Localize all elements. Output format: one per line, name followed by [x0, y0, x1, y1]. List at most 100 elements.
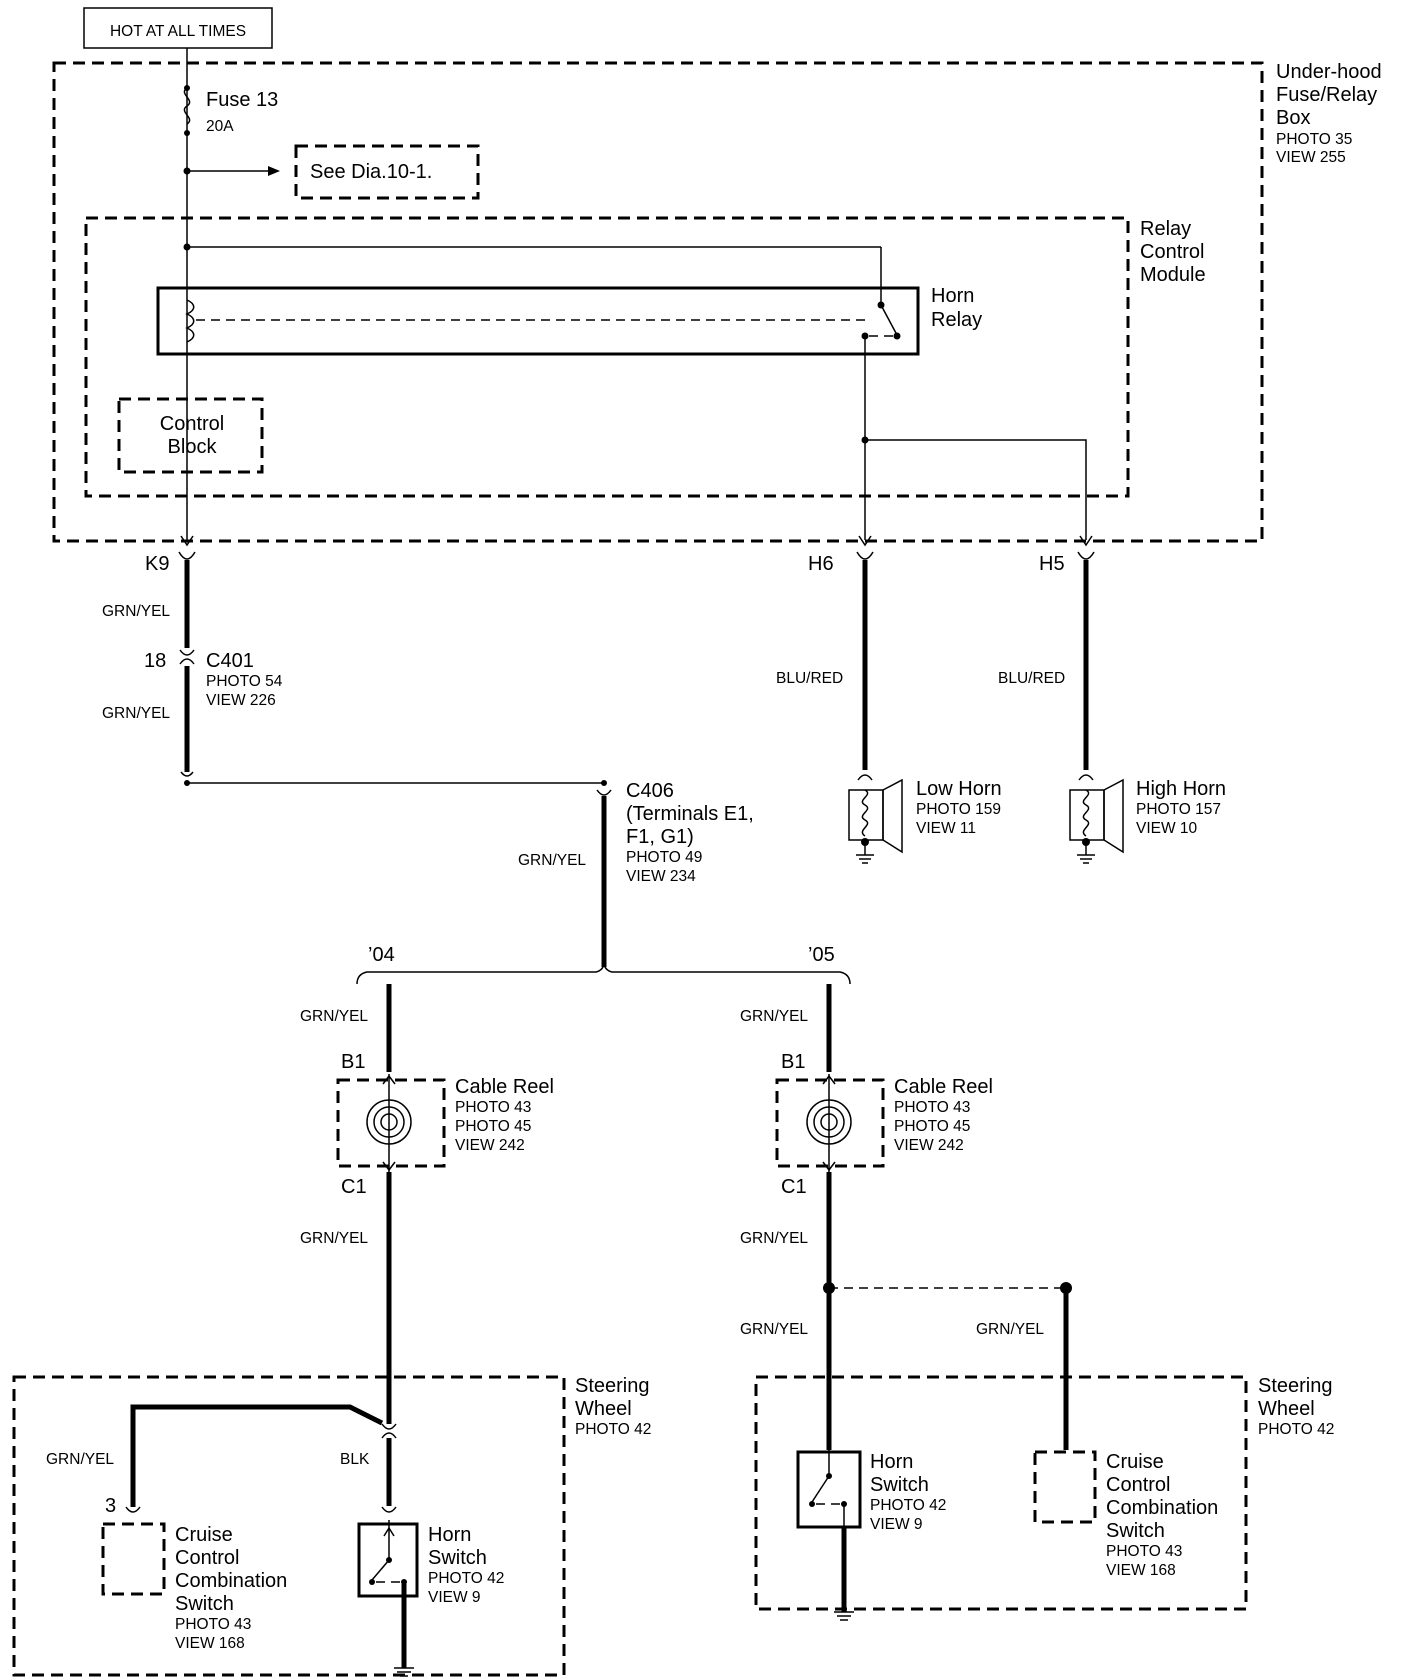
left-steering-wheel-box [12, 1375, 566, 1677]
control-block-box [117, 397, 264, 474]
left-upper-wire-color: GRN/YEL [300, 1008, 368, 1025]
right-cable-reel-view: VIEW 242 [894, 1137, 964, 1154]
svg-text:Fuse/Relay: Fuse/Relay [1276, 84, 1377, 106]
k9-wire-color-lower: GRN/YEL [102, 705, 170, 722]
right-horn-switch-label-1: Horn [870, 1451, 913, 1473]
h6-connector-icon [856, 551, 874, 560]
control-block-label-1: Control [160, 413, 224, 435]
right-horn-switch-label-2: Switch [870, 1474, 929, 1496]
left-cable-reel-icon [366, 1074, 412, 1172]
right-cruise-wire-color: GRN/YEL [976, 1321, 1044, 1338]
fuse-name: Fuse 13 [206, 89, 278, 111]
right-cable-reel-box [775, 1078, 885, 1168]
c401-view: VIEW 226 [206, 692, 276, 709]
right-cruise-label-4: Switch [1106, 1520, 1165, 1542]
right-cruise-view: VIEW 168 [1106, 1562, 1176, 1579]
left-cruise-label-2: Control [175, 1547, 239, 1569]
left-ground-icon [394, 1667, 414, 1677]
left-steering-wheel-label: Steering Wheel PHOTO 42 [575, 1375, 651, 1438]
left-horn-switch-label-2: Switch [428, 1547, 487, 1569]
underhood-box-label: Under-hood Fuse/Relay Box PHOTO 35 VIEW … [1276, 61, 1382, 166]
right-ground-icon [834, 1611, 854, 1621]
right-terminal-b1: B1 [781, 1051, 805, 1073]
right-cruise-photo: PHOTO 43 [1106, 1543, 1182, 1560]
right-horn-wire-color: GRN/YEL [740, 1321, 808, 1338]
k9-wire-end-icon [180, 771, 194, 777]
svg-text:Module: Module [1140, 264, 1206, 286]
right-cable-reel-photo2: PHOTO 45 [894, 1118, 970, 1135]
c406-wire-color: GRN/YEL [518, 852, 586, 869]
c406-terminal [601, 780, 607, 786]
c401-name: C401 [206, 650, 254, 672]
high-horn-icon [1069, 774, 1124, 864]
left-cruise-connector [125, 1506, 141, 1513]
svg-text:Relay: Relay [1140, 218, 1191, 240]
c406-terminals-1: (Terminals E1, [626, 803, 754, 825]
horn-relay-label-1: Horn [931, 285, 974, 307]
right-cruise-label-3: Combination [1106, 1497, 1218, 1519]
svg-text:Wheel: Wheel [575, 1398, 632, 1420]
horn-relay-coil-icon [185, 299, 195, 343]
year-label-05: ’05 [808, 944, 835, 966]
right-upper-wire-color: GRN/YEL [740, 1008, 808, 1025]
left-cruise-label-3: Combination [175, 1570, 287, 1592]
hot-at-all-times-box [83, 7, 273, 49]
right-steering-wheel-label: Steering Wheel PHOTO 42 [1258, 1375, 1334, 1438]
c406-name: C406 [626, 780, 674, 802]
terminal-k9: K9 [145, 553, 169, 575]
high-horn-name: High Horn [1136, 778, 1226, 800]
left-cruise-label-4: Switch [175, 1593, 234, 1615]
svg-text:Steering: Steering [575, 1375, 650, 1397]
high-horn-view: VIEW 10 [1136, 820, 1198, 837]
h5-arrow [1079, 535, 1093, 547]
left-cable-reel-photo2: PHOTO 45 [455, 1118, 531, 1135]
right-cruise-label-1: Cruise [1106, 1451, 1164, 1473]
left-cable-reel-name: Cable Reel [455, 1076, 554, 1098]
hot-at-all-times-label: HOT AT ALL TIMES [110, 23, 246, 40]
high-horn-wire-color: BLU/RED [998, 670, 1065, 687]
c406-connector-icon [596, 789, 612, 796]
right-horn-switch-photo: PHOTO 42 [870, 1497, 946, 1514]
left-cruise-pin-3: 3 [105, 1495, 116, 1517]
see-dia-ref-box [294, 144, 480, 200]
right-horn-switch-view: VIEW 9 [870, 1516, 923, 1533]
left-horn-switch-view: VIEW 9 [428, 1589, 481, 1606]
left-cable-reel-box [336, 1078, 446, 1168]
right-horn-switch-icon [809, 1450, 847, 1527]
left-cable-reel-photo1: PHOTO 43 [455, 1099, 531, 1116]
c401-pin-18: 18 [144, 650, 166, 672]
relay-control-module-box [84, 216, 1130, 498]
k9-wire-color-upper: GRN/YEL [102, 603, 170, 620]
right-cruise-label-2: Control [1106, 1474, 1170, 1496]
relay-contact-blade [880, 304, 898, 336]
svg-text:PHOTO 35: PHOTO 35 [1276, 131, 1352, 148]
left-cruise-wire [130, 1404, 384, 1507]
left-horn-switch-photo: PHOTO 42 [428, 1570, 504, 1587]
left-cable-reel-view: VIEW 242 [455, 1137, 525, 1154]
underhood-fuse-relay-box [52, 61, 1264, 543]
left-horn-switch-connector [381, 1506, 397, 1513]
left-cruise-photo: PHOTO 43 [175, 1616, 251, 1633]
right-cable-reel-photo1: PHOTO 43 [894, 1099, 970, 1116]
low-horn-wire-color: BLU/RED [776, 670, 843, 687]
svg-text:Under-hood: Under-hood [1276, 61, 1382, 83]
low-horn-photo: PHOTO 159 [916, 801, 1001, 818]
terminal-h5: H5 [1039, 553, 1065, 575]
low-horn-view: VIEW 11 [916, 820, 976, 837]
h5-connector-icon [1077, 551, 1095, 560]
year-split-bracket [356, 961, 851, 985]
right-cable-reel-icon [806, 1074, 852, 1172]
left-blk-wire-color: BLK [340, 1451, 370, 1468]
right-cruise-switch-box [1033, 1450, 1097, 1524]
see-dia-ref-text: See Dia.10-1. [310, 161, 432, 183]
left-cruise-label-1: Cruise [175, 1524, 233, 1546]
right-cable-reel-name: Cable Reel [894, 1076, 993, 1098]
horn-relay-label-2: Relay [931, 309, 982, 331]
left-horn-switch-icon [369, 1520, 407, 1585]
low-horn-name: Low Horn [916, 778, 1002, 800]
c406-terminals-2: F1, G1) [626, 826, 694, 848]
c406-view: VIEW 234 [626, 868, 696, 885]
c401-connector-icon [179, 649, 195, 665]
k9-arrow [180, 535, 194, 547]
